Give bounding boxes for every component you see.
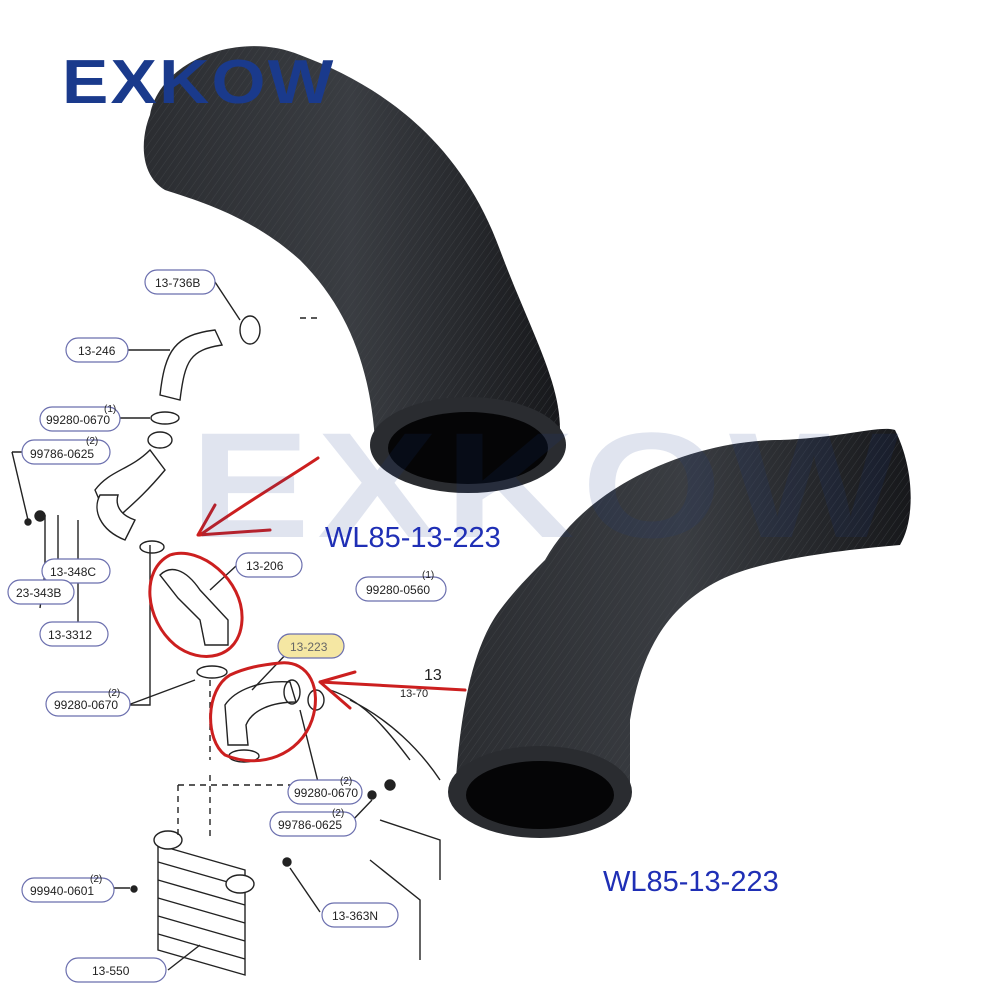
callout-99280-0560 (355, 576, 447, 602)
callout-text: 99786-0625 (278, 818, 342, 832)
callout-text: 13-246 (78, 344, 116, 358)
callout-qty: (2) (332, 808, 344, 819)
callout-13-348c (41, 558, 111, 584)
callout-qty: (2) (108, 688, 120, 699)
callout-texts: 13-736B 13-246 99280-0670 (1) 99786-0625… (16, 276, 442, 978)
watermark-text: EXKOW (190, 401, 907, 569)
callout-qty: (1) (104, 404, 116, 415)
callout-13-206 (235, 552, 303, 578)
arrow-upper (196, 456, 320, 537)
callout-text: 13-206 (246, 559, 284, 573)
red-highlights (148, 456, 467, 763)
callout-text-highlighted: 13-223 (290, 640, 328, 654)
callout-13-246 (65, 337, 129, 363)
callout-text: 13-70 (400, 688, 428, 700)
callout-text: 99280-0560 (366, 583, 430, 597)
callout-13-550 (65, 957, 167, 983)
callout-13-363n (321, 902, 399, 928)
callout-99280-0670-b (45, 691, 131, 717)
callout-text: 23-343B (16, 586, 61, 600)
exploded-diagram (11, 281, 441, 976)
callout-text: 13-550 (92, 964, 130, 978)
brand-logo: EXKOW (62, 48, 336, 117)
callout-text: 99786-0625 (30, 447, 94, 461)
callout-text: 13-348C (50, 565, 96, 579)
callout-99786-0625-b (269, 811, 357, 837)
callout-qty: (1) (422, 570, 434, 581)
callout-99280-0670-a (39, 406, 121, 432)
highlight-circle-13-206 (148, 551, 244, 658)
callout-23-343b (7, 579, 75, 605)
highlight-circle-13-223 (209, 661, 317, 763)
callout-text: 99280-0670 (294, 786, 358, 800)
upper-hose-photo (143, 46, 566, 493)
part-number-upper: WL85-13-223 (325, 522, 501, 554)
callout-text: 99280-0670 (46, 413, 110, 427)
callout-text: 99940-0601 (30, 884, 94, 898)
callout-qty: (2) (340, 776, 352, 787)
callout-13-3312 (39, 621, 109, 647)
callout-99940-0601 (21, 877, 115, 903)
lower-hose-opening (466, 761, 614, 829)
callout-99280-0670-c (287, 779, 363, 805)
callout-99786-0625-a (21, 439, 111, 465)
callout-text: 99280-0670 (54, 698, 118, 712)
callout-qty: (2) (90, 874, 102, 885)
callout-text: 13-363N (332, 909, 378, 923)
arrow-lower (318, 670, 467, 710)
callout-text: 13 (424, 667, 442, 684)
part-number-lower: WL85-13-223 (603, 866, 779, 898)
callout-text: 13-736B (155, 276, 200, 290)
callout-qty: (2) (86, 436, 98, 447)
callout-13-736b (144, 269, 216, 295)
upper-hose-opening (388, 412, 548, 484)
lower-hose-photo (448, 428, 911, 838)
callout-13-223 (277, 633, 345, 659)
callout-bubbles (7, 269, 447, 983)
callout-text: 13-3312 (48, 628, 92, 642)
